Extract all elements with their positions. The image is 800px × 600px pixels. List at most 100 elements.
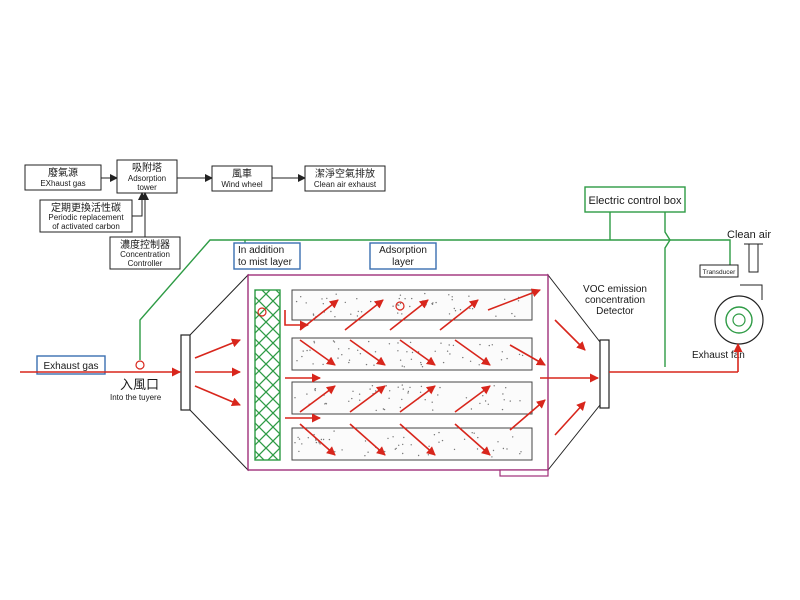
carbon-speckle [440,342,442,344]
carbon-speckle [501,408,504,411]
carbon-speckle [449,353,451,355]
process-flowchart: 廢氣源 EXhaust gas 吸附塔 Adsorption tower 風車 … [24,159,386,270]
inlet-sensor-icon [135,360,145,370]
carbon-speckle [477,436,479,439]
carbon-speckle [511,312,513,315]
carbon-speckle [306,349,308,352]
carbon-speckle [438,441,440,443]
carbon-speckle [356,298,358,300]
flow-box-wind-wheel: 風車 Wind wheel [211,165,273,192]
carbon-speckle [459,309,462,311]
flow-replace-en1: Periodic replacement [48,213,124,222]
carbon-speckle [442,361,445,364]
carbon-speckle [403,366,405,368]
carbon-speckle [398,297,400,300]
carbon-speckle [419,391,422,393]
flow-tower-en1: Adsorption [128,174,166,183]
carbon-speckle [397,386,399,388]
carbon-speckle [431,303,434,305]
flow-fan-en: Wind wheel [221,180,263,189]
carbon-speckle [392,436,394,438]
carbon-speckle [402,443,404,446]
flow-box-adsorption-tower: 吸附塔 Adsorption tower [116,159,178,194]
carbon-speckle [392,305,394,307]
carbon-speckle [313,340,315,343]
carbon-speckle [359,353,362,355]
voc-label-line3: Detector [596,306,634,317]
clean-air-outlet: Clean air [727,229,771,273]
flow-tower-en2: tower [137,183,157,192]
carbon-speckle [397,342,399,344]
carbon-speckle [352,390,354,392]
carbon-speckle [446,350,449,352]
adsorption-tower-housing [180,273,610,477]
carbon-speckle [300,296,302,298]
carbon-speckle [325,402,327,405]
carbon-speckle [518,353,521,356]
carbon-speckle [473,432,475,434]
carbon-speckle [409,386,411,389]
carbon-speckle [448,294,450,296]
carbon-speckle [520,451,522,453]
carbon-speckle [484,400,487,402]
flow-source-zh: 廢氣源 [48,166,78,179]
carbon-speckle [322,363,324,366]
carbon-speckle [506,357,508,360]
carbon-speckle [370,300,372,303]
carbon-speckle [351,397,353,400]
carbon-speckle [401,398,403,401]
carbon-speckle [344,301,346,304]
carbon-speckle [294,442,296,444]
carbon-speckle [382,408,385,410]
carbon-speckle [410,444,412,446]
carbon-speckle [365,363,368,366]
carbon-speckle [294,397,296,399]
adsorption-label-line1: Adsorption [379,245,427,256]
carbon-speckle [503,399,505,401]
carbon-speckle [409,305,411,308]
carbon-layer-1 [291,289,533,321]
carbon-speckle [463,438,466,440]
outlet-flange [599,339,610,409]
carbon-speckle [469,307,471,310]
carbon-speckle [341,449,343,451]
exhaust-gas-label: Exhaust gas [43,361,98,372]
carbon-speckle [427,454,430,456]
carbon-speckle [319,443,321,445]
carbon-layer-2 [291,337,533,371]
mist-label-line1: In addition [238,245,284,256]
carbon-speckle [357,310,359,313]
carbon-speckle [512,436,514,438]
flow-controller-en2: Controller [128,259,163,268]
tower-labels: In addition to mist layer Adsorption lay… [36,242,647,402]
carbon-speckle [421,366,424,368]
carbon-speckle [321,298,323,300]
electric-control-box-label: Electric control box [589,195,682,207]
carbon-speckle [470,408,473,410]
carbon-speckle [399,302,402,305]
carbon-speckle [435,301,437,304]
carbon-speckle [495,315,497,317]
carbon-speckle [399,359,402,361]
carbon-speckle [471,308,474,310]
carbon-speckle [307,437,309,439]
carbon-speckle [506,448,508,450]
carbon-speckle [519,400,521,402]
carbon-speckle [468,295,470,297]
carbon-speckle [296,360,298,362]
carbon-speckle [401,365,403,367]
flow-arrow-replace [132,192,146,217]
flow-controller-en1: Concentration [120,250,170,259]
carbon-speckle [420,363,422,366]
carbon-speckle [348,361,350,364]
carbon-speckle [409,341,412,344]
carbon-speckle [453,448,456,451]
carbon-speckle [403,436,405,439]
flow-tower-zh: 吸附塔 [132,161,162,174]
adsorption-sensor-icon [395,301,405,311]
carbon-speckle [410,358,413,360]
carbon-speckle [388,343,391,345]
flow-replace-en2: of activated carbon [52,222,120,231]
carbon-speckle [438,431,440,434]
